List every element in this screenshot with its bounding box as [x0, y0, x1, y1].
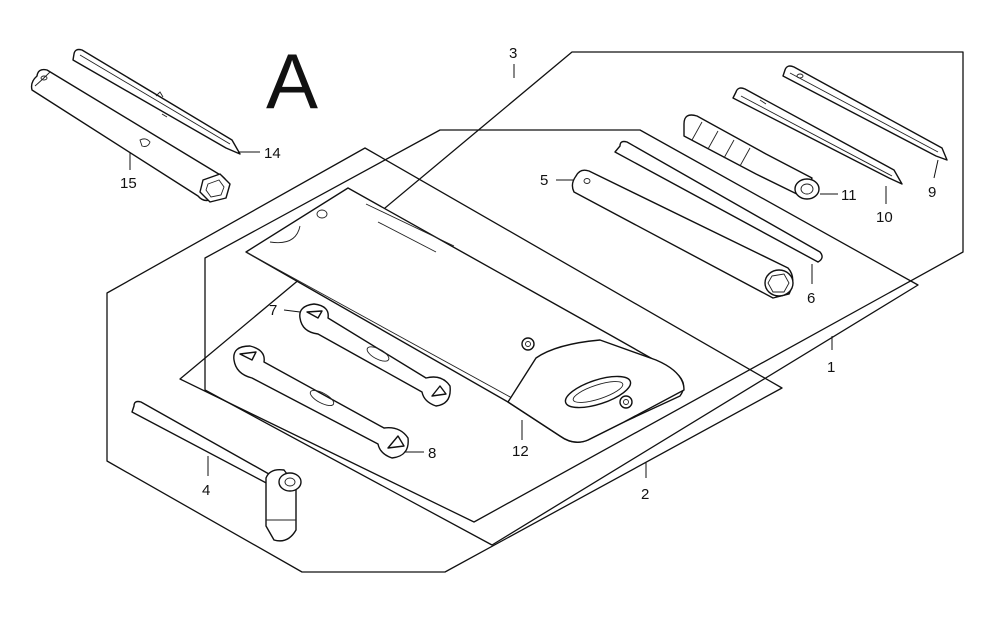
- part-10-screwdriver: [732, 87, 903, 185]
- part-15-box-wrench: [30, 68, 231, 203]
- part-11-screwdriver-handle: [683, 114, 820, 200]
- leader-7: [283, 309, 301, 313]
- part-5-box-spanner: [571, 169, 794, 299]
- view-label: A: [266, 37, 318, 125]
- part-4-plug-wrench: [131, 400, 302, 542]
- callout-8: 8: [428, 445, 436, 462]
- part-6-rod: [614, 140, 823, 263]
- callout-2: 2: [641, 486, 649, 503]
- callout-9: 9: [928, 184, 936, 201]
- callout-12: 12: [512, 443, 529, 460]
- callout-15: 15: [120, 175, 137, 192]
- callout-10: 10: [876, 209, 893, 226]
- outline-group-2: [106, 147, 783, 573]
- outline-group-1: [204, 129, 919, 546]
- callout-14: 14: [264, 145, 281, 162]
- part-8-open-end-wrench: [233, 345, 409, 459]
- part-14-screwdriver-bit: [72, 48, 241, 155]
- part-12-tool-bag: [245, 187, 685, 443]
- callout-7: 7: [269, 302, 277, 319]
- callout-6: 6: [807, 290, 815, 307]
- callout-1: 1: [827, 359, 835, 376]
- leader-9: [933, 159, 939, 179]
- callout-5: 5: [540, 172, 548, 189]
- outline-group-3: [179, 51, 964, 523]
- callout-4: 4: [202, 482, 210, 499]
- callout-3: 3: [509, 45, 517, 62]
- part-9-screwdriver: [782, 65, 948, 161]
- part-7-open-end-wrench: [299, 303, 451, 407]
- callout-11: 11: [841, 187, 857, 204]
